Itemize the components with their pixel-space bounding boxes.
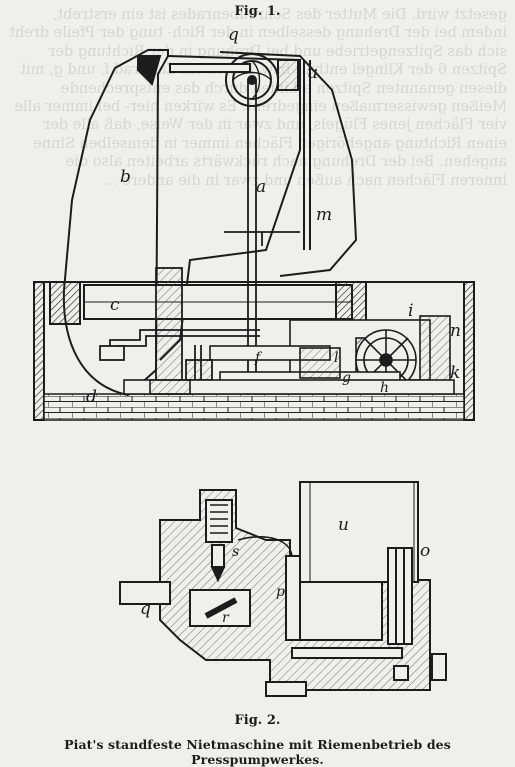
figure-2-caption: Fig. 2.	[234, 713, 281, 728]
fig2-label-q: q	[140, 599, 151, 619]
fig1-label-c: c	[110, 295, 120, 315]
fig1-label-n: n	[450, 321, 461, 341]
fig1-label-h: h	[380, 380, 389, 396]
pipework	[99, 329, 260, 381]
press-cylinder	[49, 281, 367, 325]
pump-mechanism	[209, 315, 451, 391]
figure-2-drawing: q s p r u o	[119, 481, 447, 697]
fig2-label-p: p	[276, 584, 285, 600]
brick-foundation	[43, 393, 465, 421]
drive-column	[155, 80, 300, 395]
fig1-label-m: m	[316, 205, 332, 225]
fig2-label-s: s	[232, 544, 239, 560]
main-caption: Piat's standfeste Nietmaschine mit Rieme…	[64, 737, 451, 767]
base-plate	[123, 379, 455, 395]
foundation-pit	[33, 281, 475, 421]
fig1-label-q: q	[228, 25, 239, 45]
fig1-label-a: a	[256, 177, 266, 197]
fig1-label-b: b	[120, 167, 131, 187]
figure-1-caption: Fig. 1.	[234, 4, 281, 19]
valve-body	[119, 481, 447, 697]
fig2-label-r: r	[222, 610, 230, 626]
fig1-label-l: l	[334, 350, 338, 366]
handwheel	[169, 53, 311, 250]
fig1-label-f: f	[254, 350, 263, 366]
fig1-label-i: i	[408, 301, 413, 321]
fig2-label-u: u	[338, 515, 349, 535]
fig1-label-g: g	[342, 370, 351, 386]
fig1-label-k: k	[450, 363, 460, 383]
fig1-label-d: d	[86, 387, 97, 407]
fig1-label-u: u	[307, 63, 318, 83]
fig2-label-o: o	[420, 541, 430, 561]
